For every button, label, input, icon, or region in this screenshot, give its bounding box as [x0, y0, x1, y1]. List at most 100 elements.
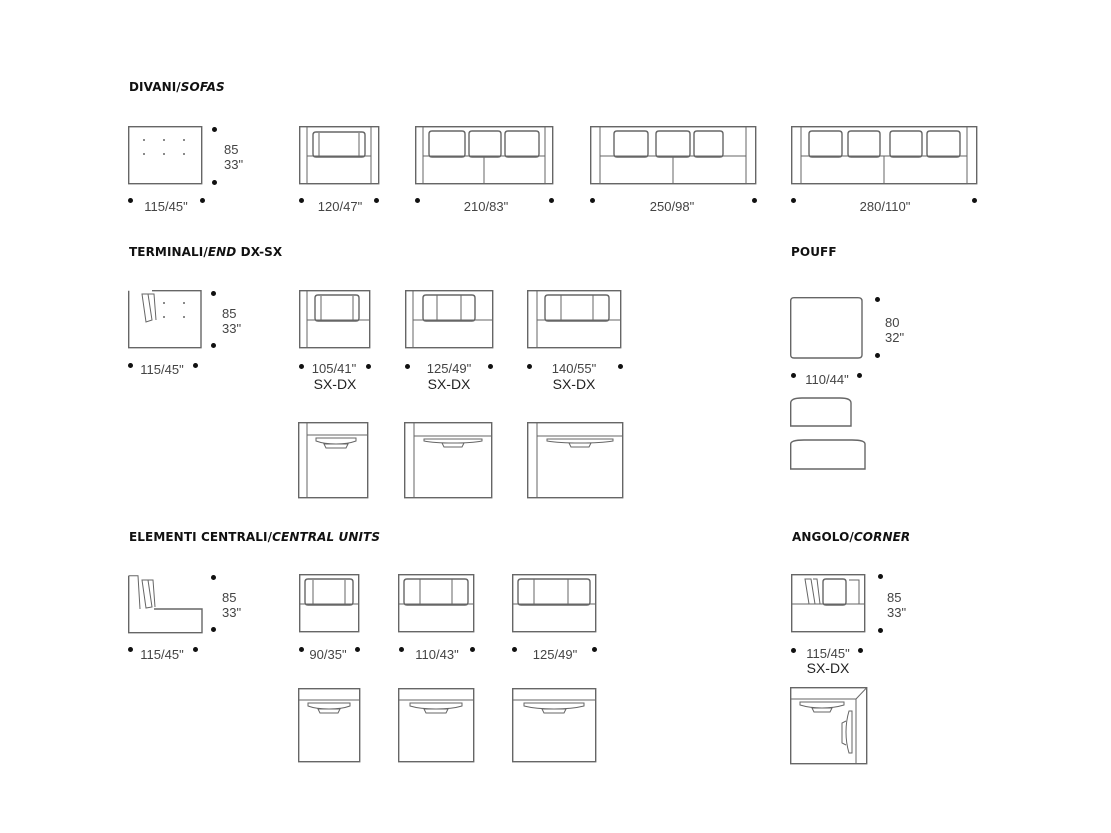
title-suffix: DX-SX	[236, 245, 283, 259]
section-title-pouff: POUFF	[791, 245, 837, 259]
sofa-280-drawing	[790, 125, 978, 185]
title-main: ELEMENTI CENTRALI/	[129, 530, 273, 544]
dim-dot	[791, 373, 796, 378]
dim-dot	[128, 363, 133, 368]
central-90-top-drawing	[297, 687, 361, 763]
dim-dot	[592, 647, 597, 652]
title-main: ANGOLO/	[792, 530, 854, 544]
dim-dot	[875, 297, 880, 302]
sofa-250-width-label: 250/98"	[649, 199, 695, 214]
sofa-120-drawing	[298, 125, 380, 185]
height-in: 33"	[222, 321, 242, 336]
dim-dot	[193, 647, 198, 652]
end-125-code: SX-DX	[427, 376, 471, 392]
dim-dot	[299, 647, 304, 652]
sofa-side-drawing	[127, 125, 203, 185]
dim-dot	[212, 127, 217, 132]
height-cm: 85	[222, 590, 237, 605]
height-in: 33"	[224, 157, 244, 172]
central-125-front-drawing	[511, 573, 597, 633]
dim-dot	[374, 198, 379, 203]
end-105-top-drawing	[297, 421, 369, 499]
title-main: POUFF	[791, 245, 837, 259]
title-italic: CORNER	[853, 530, 911, 544]
dim-dot	[590, 198, 595, 203]
pouff-height: 80 32"	[885, 315, 904, 345]
sofa-280-width-label: 280/110"	[859, 199, 911, 214]
dim-dot	[752, 198, 757, 203]
central-90-width-label: 90/35"	[309, 647, 347, 662]
dim-dot	[527, 364, 532, 369]
sofa-250-drawing	[589, 125, 757, 185]
end-140-front-drawing	[526, 289, 622, 349]
central-90-front-drawing	[298, 573, 360, 633]
dim-dot	[549, 198, 554, 203]
dim-dot	[299, 364, 304, 369]
end-105-front-drawing	[298, 289, 371, 349]
dim-dot	[791, 648, 796, 653]
end-105-code: SX-DX	[313, 376, 357, 392]
end-125-front-drawing	[404, 289, 494, 349]
sofa-height: 85 33"	[224, 142, 243, 172]
central-depth-label: 115/45"	[140, 647, 184, 662]
dim-dot	[211, 343, 216, 348]
central-110-width-label: 110/43"	[415, 647, 459, 662]
dim-dot	[211, 627, 216, 632]
dim-dot	[366, 364, 371, 369]
dim-dot	[211, 291, 216, 296]
corner-top-drawing	[789, 686, 868, 765]
end-140-top-drawing	[526, 421, 624, 499]
dim-dot	[878, 574, 883, 579]
height-in: 32"	[885, 330, 905, 345]
dim-dot	[972, 198, 977, 203]
end-height: 85 33"	[222, 306, 241, 336]
pouff-side-small-drawing	[790, 397, 852, 427]
title-italic: CENTRAL UNITS	[272, 530, 381, 544]
sofa-210-drawing	[414, 125, 554, 185]
end-side-drawing	[128, 290, 202, 349]
dim-dot	[200, 198, 205, 203]
central-110-front-drawing	[397, 573, 475, 633]
dim-dot	[211, 575, 216, 580]
dim-dot	[355, 647, 360, 652]
height-cm: 85	[224, 142, 239, 157]
end-125-top-drawing	[403, 421, 493, 499]
dim-dot	[488, 364, 493, 369]
pouff-top-drawing	[790, 297, 863, 359]
section-title-corner: ANGOLO/CORNER	[792, 530, 910, 544]
dim-dot	[128, 198, 133, 203]
height-cm: 80	[885, 315, 900, 330]
dim-dot	[875, 353, 880, 358]
section-title-ends: TERMINALI/END DX-SX	[129, 245, 282, 259]
section-title-sofas: DIVANI/SOFAS	[129, 80, 225, 94]
end-125-width-label: 125/49"	[426, 361, 472, 376]
sofa-depth-label: 115/45"	[144, 199, 188, 214]
dim-dot	[415, 198, 420, 203]
corner-code: SX-DX	[806, 660, 850, 676]
title-italic: END	[207, 245, 237, 259]
dim-dot	[618, 364, 623, 369]
sofa-120-width-label: 120/47"	[317, 199, 363, 214]
pouff-side-large-drawing	[790, 439, 866, 470]
end-140-width-label: 140/55"	[551, 361, 597, 376]
sofa-210-width-label: 210/83"	[463, 199, 509, 214]
dim-dot	[299, 198, 304, 203]
dim-dot	[512, 647, 517, 652]
dim-dot	[405, 364, 410, 369]
height-in: 33"	[222, 605, 242, 620]
corner-height: 85 33"	[887, 590, 906, 620]
central-110-top-drawing	[397, 687, 475, 763]
dim-dot	[858, 648, 863, 653]
central-side-drawing	[128, 575, 203, 634]
height-cm: 85	[222, 306, 237, 321]
central-125-width-label: 125/49"	[532, 647, 578, 662]
dim-dot	[193, 363, 198, 368]
dim-dot	[878, 628, 883, 633]
title-italic: SOFAS	[180, 80, 225, 94]
section-title-central: ELEMENTI CENTRALI/CENTRAL UNITS	[129, 530, 380, 544]
dim-dot	[212, 180, 217, 185]
corner-front-drawing	[790, 573, 866, 633]
dim-dot	[470, 647, 475, 652]
corner-width-label: 115/45"	[806, 646, 850, 661]
pouff-width-label: 110/44"	[805, 372, 849, 387]
